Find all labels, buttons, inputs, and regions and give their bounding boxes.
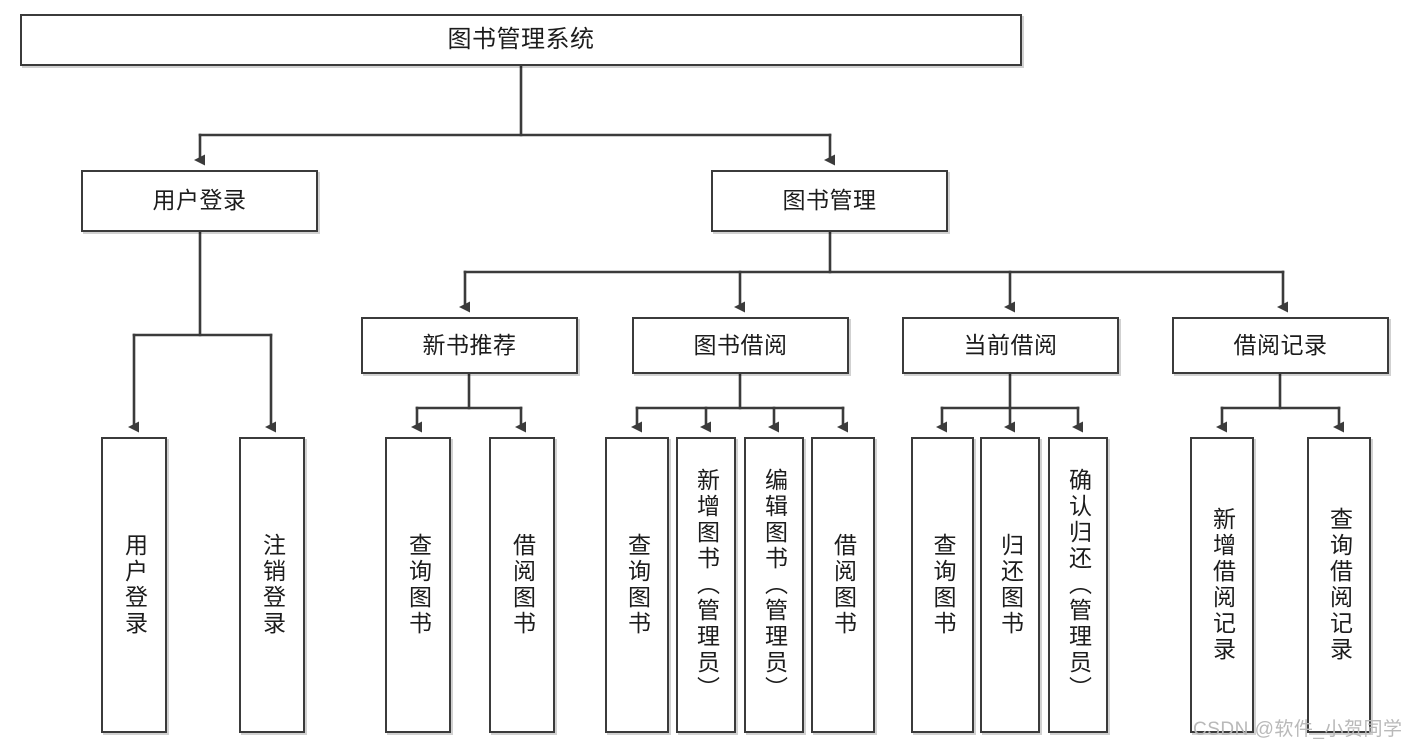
node-label: 查询图书 bbox=[405, 533, 432, 637]
node-label: 借阅图书 bbox=[509, 533, 536, 637]
node-label: 归还图书 bbox=[997, 533, 1024, 637]
leaf-book-borrow-edit-book-admin[interactable]: 编辑图书（管理员） bbox=[744, 437, 804, 733]
node-label: 图书管理系统 bbox=[447, 25, 595, 53]
node-label: 查询图书 bbox=[624, 533, 651, 637]
node-label: 新增借阅记录 bbox=[1209, 507, 1236, 663]
leaf-borrow-record-add-record[interactable]: 新增借阅记录 bbox=[1190, 437, 1254, 733]
leaf-new-book-query-book[interactable]: 查询图书 bbox=[385, 437, 451, 733]
node-label: 当前借阅 bbox=[963, 331, 1058, 358]
leaf-borrow-record-query-record[interactable]: 查询借阅记录 bbox=[1307, 437, 1371, 733]
node-book-management[interactable]: 图书管理 bbox=[711, 170, 948, 232]
node-label: 新书推荐 bbox=[422, 331, 517, 358]
node-label: 借阅图书 bbox=[830, 533, 857, 637]
node-label: 确认归还（管理员） bbox=[1065, 468, 1092, 702]
node-label: 注销登录 bbox=[259, 533, 286, 637]
leaf-book-borrow-borrow-book[interactable]: 借阅图书 bbox=[811, 437, 875, 733]
node-user-login[interactable]: 用户登录 bbox=[81, 170, 318, 232]
csdn-watermark: CSDN @软件_小贺同学 bbox=[1193, 719, 1403, 740]
node-label: 用户登录 bbox=[152, 187, 247, 214]
leaf-book-borrow-query-book[interactable]: 查询图书 bbox=[605, 437, 669, 733]
leaf-current-borrow-query-book[interactable]: 查询图书 bbox=[911, 437, 974, 733]
node-borrow-record[interactable]: 借阅记录 bbox=[1172, 317, 1389, 374]
node-new-book-recommend[interactable]: 新书推荐 bbox=[361, 317, 578, 374]
node-label: 图书管理 bbox=[782, 187, 877, 214]
node-book-borrow[interactable]: 图书借阅 bbox=[632, 317, 849, 374]
leaf-user-login-login[interactable]: 用户登录 bbox=[101, 437, 167, 733]
node-label: 用户登录 bbox=[121, 533, 148, 637]
node-book-management-system[interactable]: 图书管理系统 bbox=[20, 14, 1022, 66]
node-label: 新增图书（管理员） bbox=[693, 468, 720, 702]
leaf-current-borrow-return-book[interactable]: 归还图书 bbox=[980, 437, 1040, 733]
node-label: 查询借阅记录 bbox=[1326, 507, 1353, 663]
leaf-current-borrow-confirm-return-admin[interactable]: 确认归还（管理员） bbox=[1048, 437, 1108, 733]
leaf-new-book-borrow-book[interactable]: 借阅图书 bbox=[489, 437, 555, 733]
leaf-user-login-logout[interactable]: 注销登录 bbox=[239, 437, 305, 733]
leaf-book-borrow-add-book-admin[interactable]: 新增图书（管理员） bbox=[676, 437, 736, 733]
node-label: 图书借阅 bbox=[693, 331, 788, 358]
node-label: 查询图书 bbox=[930, 533, 957, 637]
node-current-borrow[interactable]: 当前借阅 bbox=[902, 317, 1119, 374]
node-label: 编辑图书（管理员） bbox=[761, 468, 788, 702]
node-label: 借阅记录 bbox=[1233, 331, 1328, 358]
